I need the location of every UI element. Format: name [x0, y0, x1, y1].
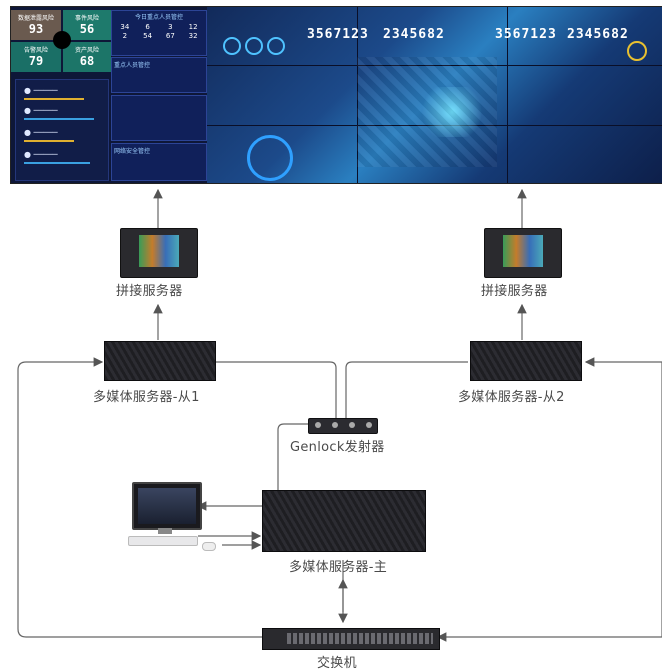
keyboard-icon: [128, 536, 198, 546]
splice-server-left: [120, 228, 198, 278]
map-highlight: [417, 87, 487, 137]
genlock-label: Genlock发射器: [290, 440, 385, 455]
side-panel-1: 重点人员管控: [111, 57, 207, 93]
panel-title: 网络安全管控: [114, 148, 151, 155]
risk-tile-asset: 资产风险 68: [63, 42, 111, 72]
center-dot: [53, 31, 71, 49]
risk-tile-label: 事件风险: [74, 15, 99, 22]
panel-title: 重点人员管控: [114, 62, 151, 69]
display-icon: [503, 235, 543, 267]
side-panel-2: [111, 95, 207, 141]
media-server-master: [262, 490, 426, 552]
counter-3: 3567123: [495, 27, 557, 42]
risk-tile-value: 79: [28, 54, 44, 68]
map-dashboard: 3567123 2345682 3567123 2345682: [207, 7, 662, 183]
control-table: 今日重点人员管控 34 6 3 12 2 54 67 32: [111, 10, 207, 56]
video-wall: 数据泄露风险 93 事件风险 56 告警风险 79 资产风险 68 ● ────…: [10, 6, 662, 184]
table-title: 今日重点人员管控: [134, 14, 183, 21]
media-server-slave-2-label: 多媒体服务器-从2: [458, 390, 565, 405]
gauge-icon: [247, 135, 293, 181]
table-cell: 3: [168, 23, 173, 31]
risk-tile-value: 93: [28, 22, 44, 36]
media-server-slave-1-label: 多媒体服务器-从1: [93, 390, 200, 405]
table-cell: 32: [188, 32, 198, 40]
risk-tile-label: 资产风险: [74, 47, 99, 54]
counter-4: 2345682: [567, 27, 629, 42]
splice-server-right-label: 拼接服务器: [481, 284, 548, 299]
risk-list: ● ───── ● ───── ● ───── ● ─────: [15, 79, 109, 181]
table-cell: 67: [165, 32, 175, 40]
side-panel-3: 网络安全管控: [111, 143, 207, 181]
risk-tile-value: 56: [79, 22, 95, 36]
mouse-icon: [202, 542, 216, 551]
left-risk-panel: 数据泄露风险 93 事件风险 56 告警风险 79 资产风险 68 ● ────…: [11, 7, 207, 183]
risk-tile-data-leak: 数据泄露风险 93: [11, 10, 61, 40]
media-server-slave-2: [470, 341, 582, 381]
monitor-stand: [158, 528, 172, 534]
media-server-slave-1: [104, 341, 216, 381]
genlock-device: [308, 418, 378, 434]
risk-tile-label: 数据泄露风险: [17, 15, 54, 22]
risk-tile-alarm: 告警风险 79: [11, 42, 61, 72]
splice-server-left-label: 拼接服务器: [116, 284, 183, 299]
table-cell: 12: [188, 23, 198, 31]
splice-server-right: [484, 228, 562, 278]
network-switch: [262, 628, 440, 650]
table-cell: 6: [145, 23, 150, 31]
counter-1: 3567123: [307, 27, 369, 42]
table-cell: 54: [143, 32, 153, 40]
media-server-master-label: 多媒体服务器-主: [289, 560, 388, 575]
table-cell: 2: [122, 32, 128, 40]
switch-label: 交换机: [317, 656, 357, 671]
table-cell: 34: [120, 23, 130, 31]
display-icon: [139, 235, 179, 267]
counter-2: 2345682: [383, 27, 445, 42]
risk-tile-event: 事件风险 56: [63, 10, 111, 40]
status-icon: [627, 41, 647, 61]
monitor-icon: [132, 482, 202, 530]
risk-tile-label: 告警风险: [23, 47, 48, 54]
risk-tile-value: 68: [79, 54, 95, 68]
